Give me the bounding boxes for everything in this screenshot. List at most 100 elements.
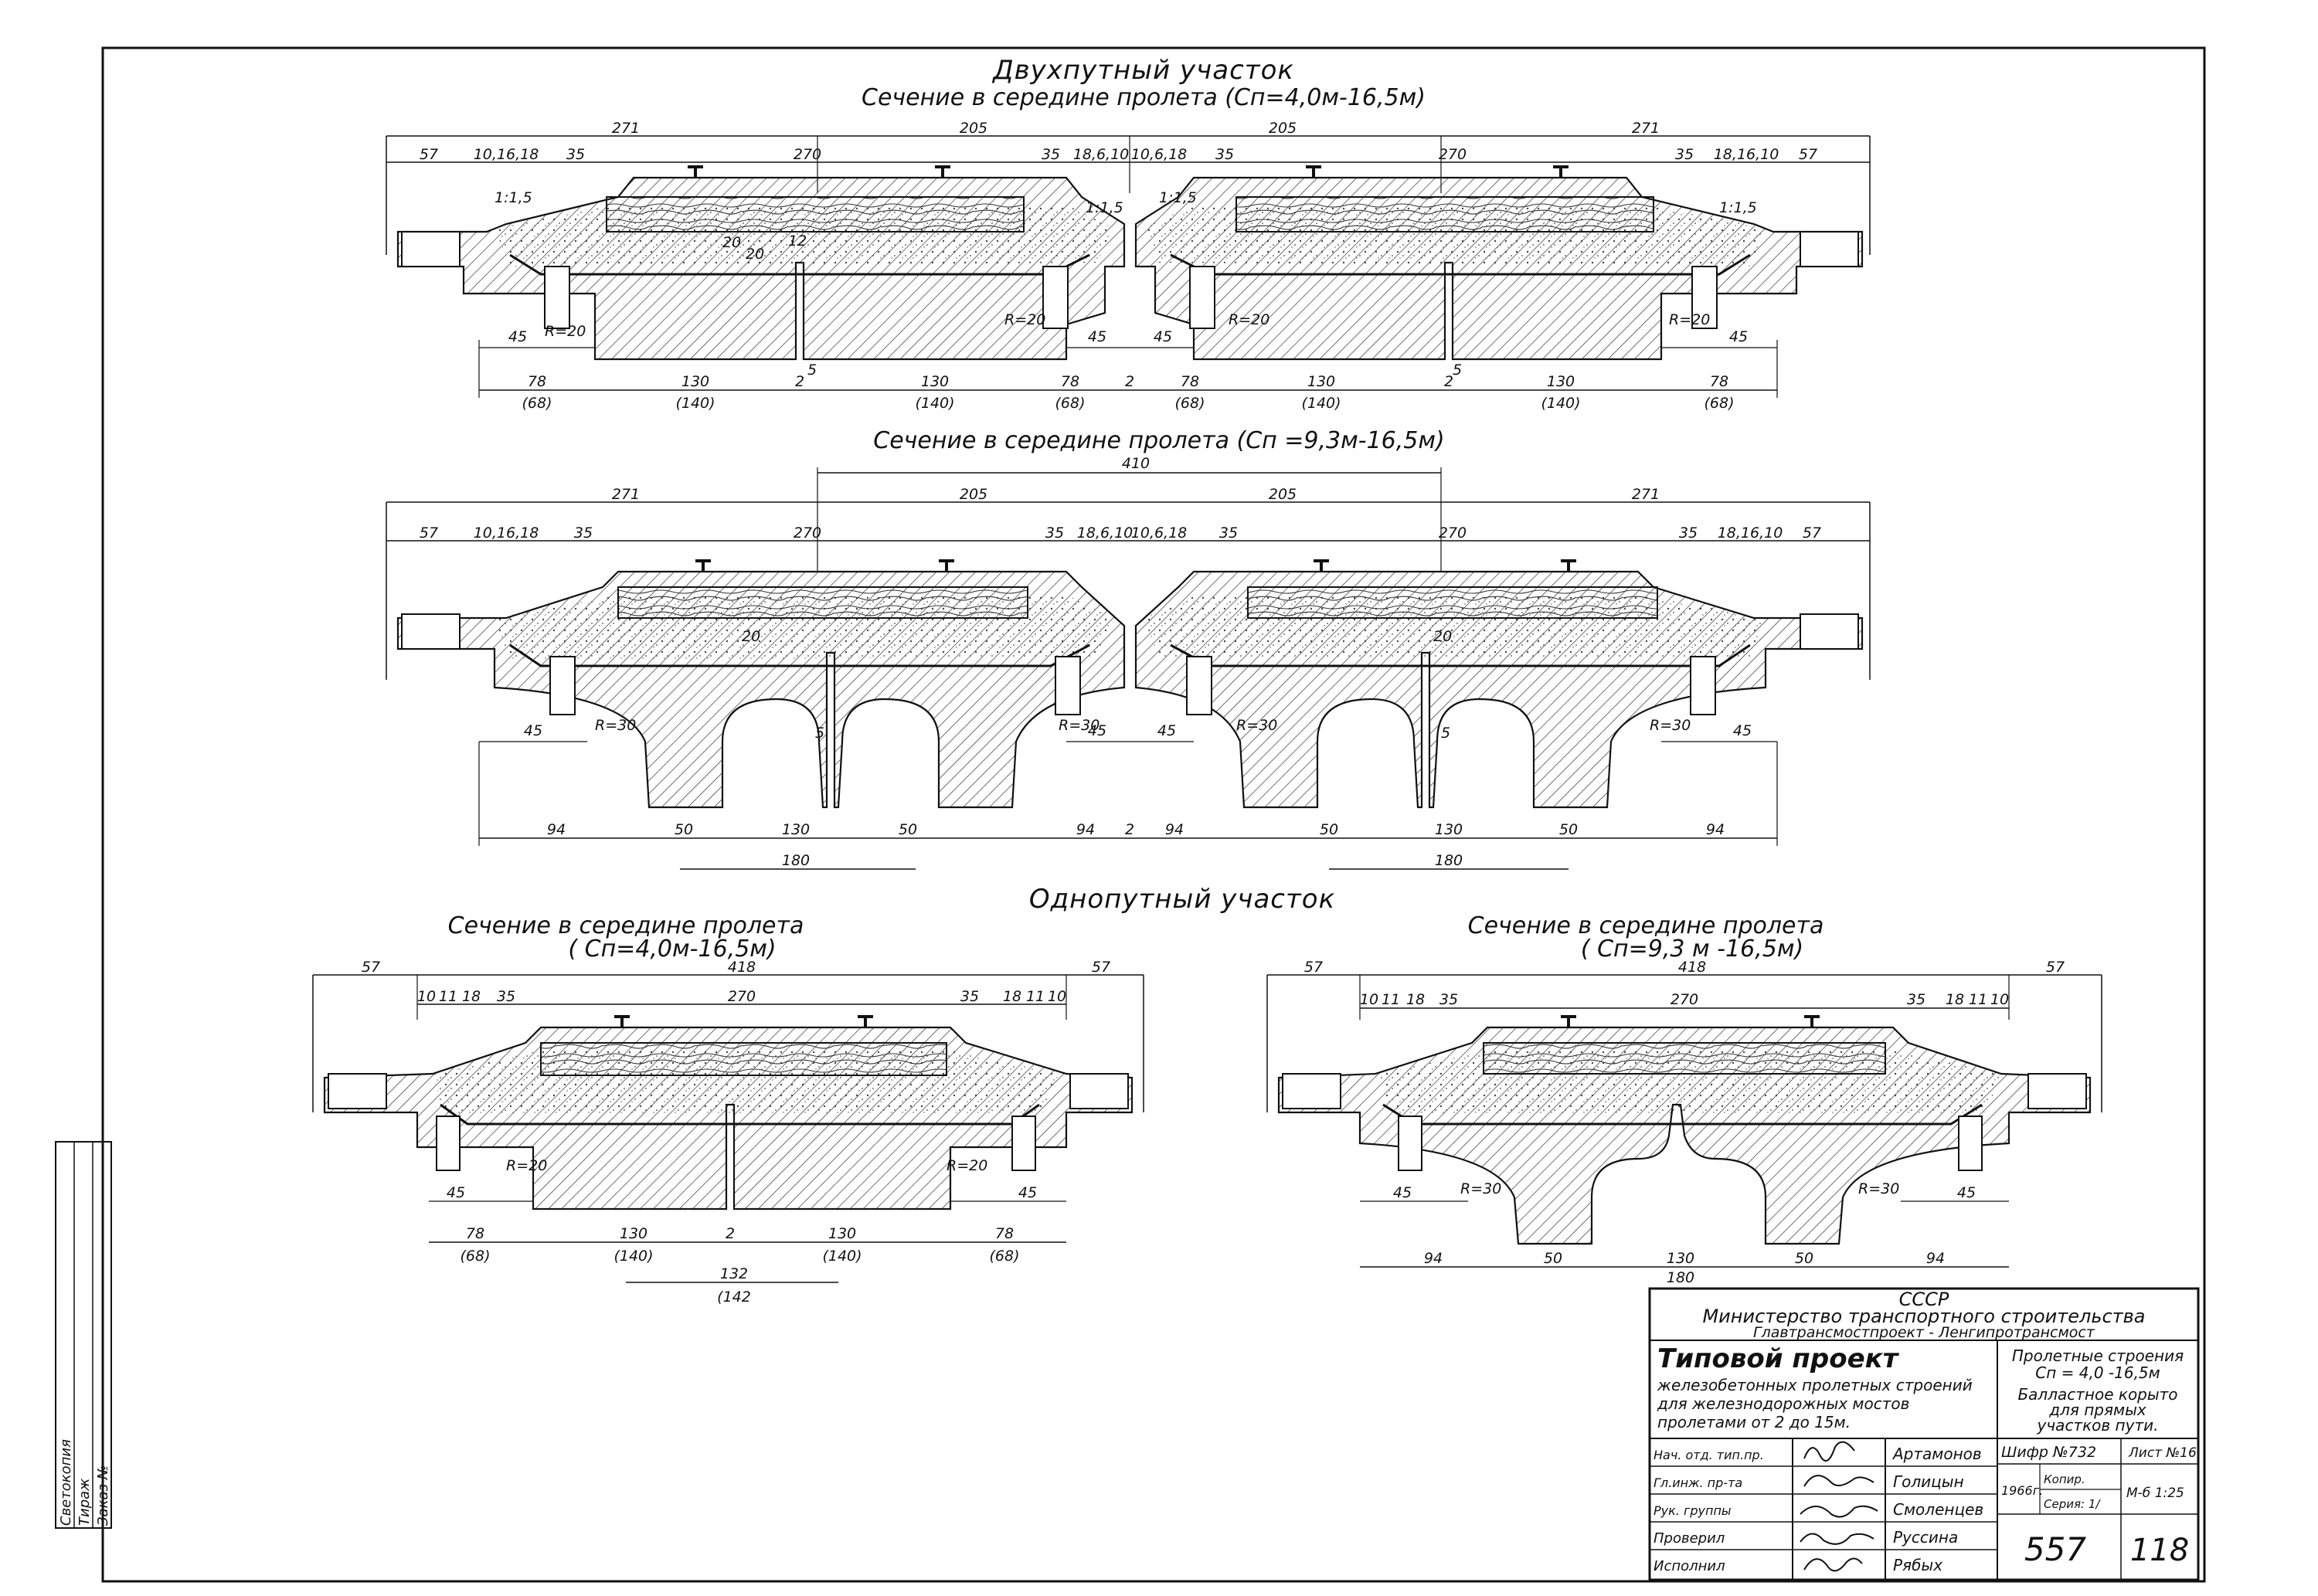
dim-d-second-1: 10 xyxy=(1360,991,1378,1008)
tb-ministry: Министерство транспортного строительства xyxy=(1702,1306,2145,1327)
dim-b-under-1: 180 xyxy=(782,852,810,869)
tb-number: 557 xyxy=(2024,1530,2086,1568)
dim-b-radius-1: R=30 xyxy=(595,717,636,734)
signature-2 xyxy=(1803,1475,1874,1487)
dim-c-second-9: 10 xyxy=(1048,988,1066,1005)
tb-project-title: Типовой проект xyxy=(1657,1343,1900,1374)
dim-d-second-9: 10 xyxy=(1990,991,2009,1008)
dim-a-radius-1: R=20 xyxy=(545,323,586,340)
dim-b-bottom-7: 94 xyxy=(1165,821,1184,838)
tb-name-2: Голицын xyxy=(1893,1472,1964,1491)
title-section-d-line2: ( Сп=9,3 м -16,5м) xyxy=(1581,936,1803,963)
dim-a-bottom-8: 130 xyxy=(1307,373,1335,390)
dim-a-bottom-10: 130 xyxy=(1547,373,1575,390)
dim-c-bottom-3: 2 xyxy=(726,1225,735,1242)
tb-copied: Копир. xyxy=(2044,1472,2085,1486)
dim-d-second-4: 35 xyxy=(1439,991,1458,1008)
dim-b-second-12: 57 xyxy=(1803,525,1821,542)
dim-b-second-4: 270 xyxy=(794,525,821,542)
stamp-order: Заказ № xyxy=(95,1465,111,1526)
tb-project-line1: железобетонных пролетных строений xyxy=(1657,1376,1973,1394)
tb-project-line3: пролетами от 2 до 15м. xyxy=(1657,1413,1851,1431)
dim-d-bottom-1: 94 xyxy=(1424,1250,1443,1267)
dim-a-second-5: 35 xyxy=(1042,146,1060,163)
tb-subject-line2: Сп = 4,0 -16,5м xyxy=(2035,1363,2160,1382)
dim-a-bottom-3: 2 xyxy=(795,373,804,390)
dim-a-mid-4: 45 xyxy=(1729,328,1748,345)
tb-country: СССР xyxy=(1899,1289,1949,1310)
dim-d-bottom-4: 50 xyxy=(1795,1250,1813,1267)
dim-a-paren-3: (140) xyxy=(915,395,954,412)
dim-b-under-2: 180 xyxy=(1435,852,1463,869)
dim-b-second-7: 10,6,18 xyxy=(1131,525,1188,542)
section-a-drawing xyxy=(386,135,1871,398)
dim-d-bottom-5: 94 xyxy=(1926,1250,1945,1267)
dim-a-radius-3: R=20 xyxy=(1229,311,1269,328)
dim-a-top-4: 271 xyxy=(1632,120,1660,137)
dim-a-second-10: 35 xyxy=(1675,146,1694,163)
signature-3 xyxy=(1800,1505,1878,1518)
dim-a-mid-3: 45 xyxy=(1154,328,1172,345)
dim-b-second-3: 35 xyxy=(574,525,593,542)
dim-a-bottom-5: 78 xyxy=(1061,373,1079,390)
dim-b-top-2: 205 xyxy=(960,486,987,503)
dim-d-second-2: 11 xyxy=(1382,991,1400,1008)
tb-name-5: Рябых xyxy=(1893,1556,1942,1574)
dim-c-second-7: 18 xyxy=(1003,988,1021,1005)
dim-c-second-5: 270 xyxy=(728,988,756,1005)
dim-a-top-1: 271 xyxy=(612,120,640,137)
dim-b-bottom-11: 94 xyxy=(1706,821,1725,838)
signatures xyxy=(1800,1441,1878,1572)
dim-a-radius-2: R=20 xyxy=(1004,311,1045,328)
dim-a-second-9: 270 xyxy=(1439,146,1467,163)
dim-a-second-2: 10,16,18 xyxy=(474,146,539,163)
tb-name-3: Смоленцев xyxy=(1893,1500,1983,1519)
dim-b-radius-2: R=30 xyxy=(1236,717,1277,734)
tb-name-4: Руссина xyxy=(1893,1528,1958,1547)
dim-a-paren-7: (140) xyxy=(1541,395,1580,412)
title-section-b: Сечение в середине пролета (Сп =9,3м-16,… xyxy=(873,427,1444,454)
dim-c-mid-1: 45 xyxy=(447,1184,465,1201)
dim-a-radius-4: R=20 xyxy=(1669,311,1710,328)
dim-a-bottom-11: 78 xyxy=(1710,373,1728,390)
dim-b-bottom-1: 94 xyxy=(547,821,566,838)
title-section-d-line1: Сечение в середине пролета xyxy=(1468,912,1824,939)
tb-role-4: Проверил xyxy=(1654,1530,1725,1547)
dim-d-under-1: 180 xyxy=(1667,1269,1694,1286)
dim-c-radius-1: R=20 xyxy=(506,1157,547,1174)
dim-d-second-6: 35 xyxy=(1907,991,1925,1008)
dim-b-second-2: 10,16,18 xyxy=(474,525,539,542)
dim-b-mid-4: 45 xyxy=(1733,722,1752,739)
tb-project-line2: для железнодорожных мостов xyxy=(1657,1394,1909,1413)
dim-a-small-4: 5 xyxy=(1453,362,1462,379)
dim-a-bottom-1: 78 xyxy=(528,373,546,390)
tb-page: 118 xyxy=(2130,1533,2189,1568)
dim-c-mid-2: 45 xyxy=(1018,1184,1037,1201)
dim-b-bottom-2: 50 xyxy=(675,821,693,838)
dim-b-small-3: 20 xyxy=(742,628,760,645)
dim-c-under-1: 132 xyxy=(720,1265,748,1282)
section-b-drawing xyxy=(386,467,1871,870)
dim-d-mid-1: 45 xyxy=(1393,1184,1412,1201)
tb-subject-line3: Балластное корыто xyxy=(2017,1385,2177,1404)
tb-sheet: Лист №16 xyxy=(2128,1445,2197,1461)
tb-series: Серия: 1/ xyxy=(2044,1497,2101,1511)
dim-b-small-1: 5 xyxy=(815,725,824,742)
dim-c-top-2: 418 xyxy=(728,959,756,976)
dim-b-bottom-5: 94 xyxy=(1076,821,1095,838)
dim-c-paren-3: (140) xyxy=(822,1248,862,1265)
dim-a-slope-3: 1:1,5 xyxy=(1159,189,1197,206)
dim-a-second-6: 18,6,10 xyxy=(1073,146,1130,163)
dim-a-paren-1: (68) xyxy=(522,395,552,412)
dim-b-overall: 410 xyxy=(1122,455,1150,472)
dim-b-second-1: 57 xyxy=(420,525,438,542)
dim-a-second-7: 10,6,18 xyxy=(1131,146,1188,163)
dim-b-bottom-4: 50 xyxy=(899,821,917,838)
dim-a-second-11: 18,16,10 xyxy=(1714,146,1779,163)
dim-c-under-2: (142 xyxy=(717,1289,751,1306)
dim-c-bottom-2: 130 xyxy=(620,1225,647,1242)
dim-a-mid-1: 45 xyxy=(508,328,527,345)
dim-d-top-3: 57 xyxy=(2046,959,2065,976)
tb-role-3: Рук. группы xyxy=(1654,1503,1732,1518)
signature-5 xyxy=(1803,1557,1863,1572)
